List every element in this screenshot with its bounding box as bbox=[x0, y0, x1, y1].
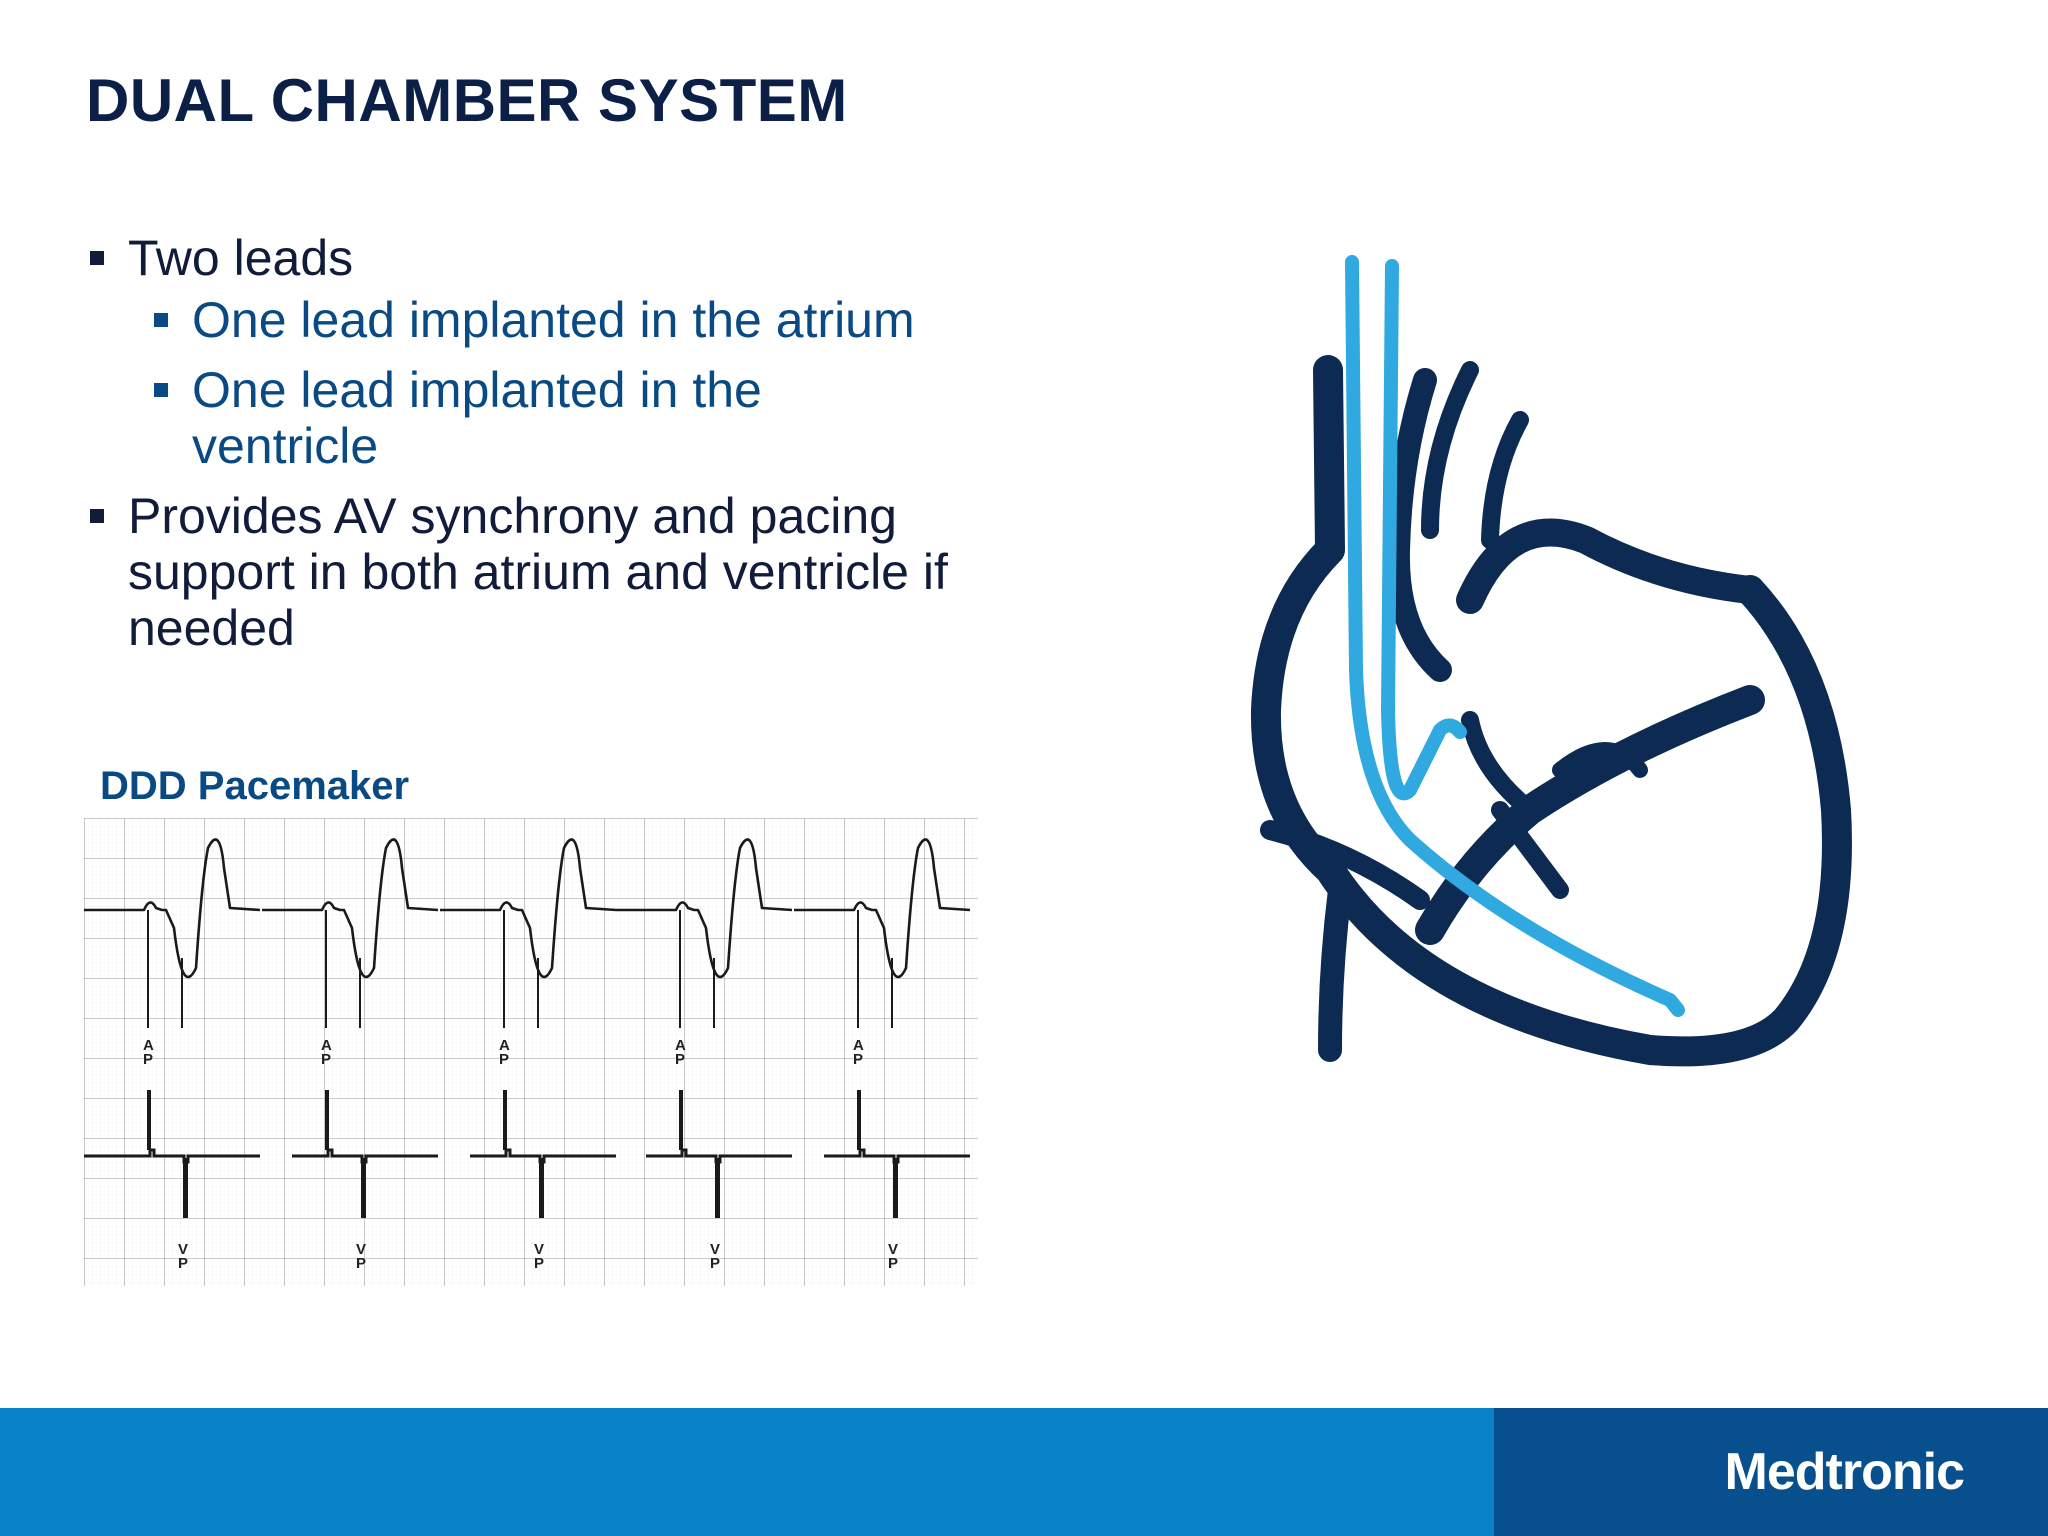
sub-bullet-atrium: One lead implanted in the atrium bbox=[88, 292, 1008, 348]
bullet-text: One lead implanted in the atrium bbox=[192, 292, 915, 348]
atrial-lead bbox=[1381, 259, 1467, 801]
bullet-av-synchrony: Provides AV synchrony and pacing support… bbox=[88, 488, 1008, 656]
bullet-list: Two leads One lead implanted in the atri… bbox=[88, 230, 1008, 662]
bullet-square-icon bbox=[154, 313, 168, 327]
footer-bar: Medtronic bbox=[0, 1408, 2048, 1536]
bullet-two-leads: Two leads bbox=[88, 230, 1008, 286]
ventricular-lead bbox=[1345, 255, 1685, 1017]
medtronic-logo: Medtronic bbox=[1724, 1443, 1965, 1501]
sub-bullet-ventricle: One lead implanted in the ventricle bbox=[88, 362, 812, 474]
bullet-square-icon bbox=[154, 383, 168, 397]
bullet-text: One lead implanted in the ventricle bbox=[192, 362, 762, 474]
bullet-square-icon bbox=[90, 251, 104, 265]
pacing-leads bbox=[1345, 255, 1685, 1017]
ecg-label: DDD Pacemaker bbox=[100, 764, 410, 808]
footer-logo-panel: Medtronic bbox=[1494, 1408, 2048, 1536]
bullet-text: Two leads bbox=[128, 230, 354, 286]
heart-illustration bbox=[1250, 255, 1852, 1067]
bullet-text: Provides AV synchrony and pacing support… bbox=[128, 488, 948, 656]
bullet-square-icon bbox=[90, 509, 104, 523]
slide-title: DUAL CHAMBER SYSTEM bbox=[86, 67, 848, 134]
